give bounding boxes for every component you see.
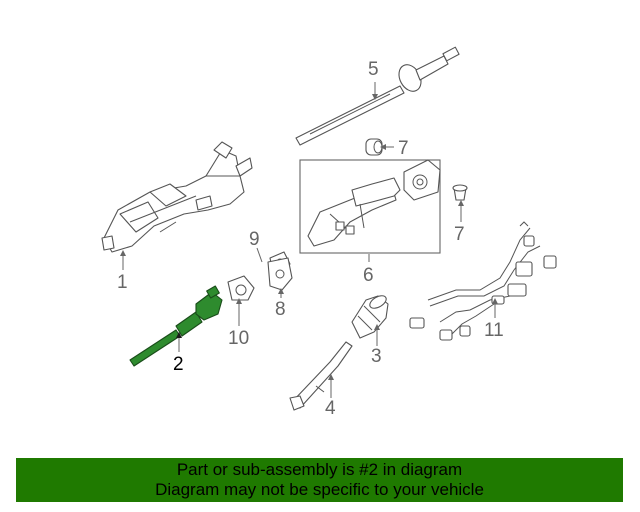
callout-11: 11: [484, 320, 504, 341]
callout-1: 1: [117, 272, 128, 293]
callout-8: 8: [275, 299, 286, 320]
caption-line-1: Part or sub-assembly is #2 in diagram: [176, 460, 463, 479]
callout-7-top: 7: [398, 138, 409, 159]
part-5-steering-shaft[interactable]: [295, 46, 460, 146]
part-7-insulator-right[interactable]: [452, 184, 468, 201]
leader-lines: [120, 82, 498, 398]
callout-10: 10: [228, 328, 249, 349]
callout-2: 2: [173, 354, 184, 375]
part-1-steering-column[interactable]: [101, 141, 253, 253]
part-10-bracket[interactable]: [227, 275, 255, 301]
part-4-lower-shaft[interactable]: [289, 341, 353, 411]
callout-4: 4: [325, 398, 336, 419]
callout-6: 6: [363, 265, 374, 286]
part-7-bushing-top[interactable]: [365, 138, 383, 156]
callout-9: 9: [249, 229, 260, 250]
parts-diagram: 5 7 7 6 1 9 8 10 2 3 4 11: [101, 46, 557, 419]
part-11-wiring-harness[interactable]: [409, 221, 557, 341]
callout-3: 3: [371, 346, 382, 367]
part-2-intermediate-shaft[interactable]: [129, 285, 223, 367]
caption-line-2: Diagram may not be specific to your vehi…: [155, 480, 484, 499]
callout-5: 5: [368, 59, 379, 80]
callout-7-right: 7: [454, 224, 465, 245]
part-3-boot[interactable]: [351, 293, 389, 339]
part-6-column-housing-group[interactable]: [299, 159, 441, 254]
diagram-caption-banner: Part or sub-assembly is #2 in diagram Di…: [16, 458, 623, 502]
part-8-sensor[interactable]: [267, 257, 293, 291]
